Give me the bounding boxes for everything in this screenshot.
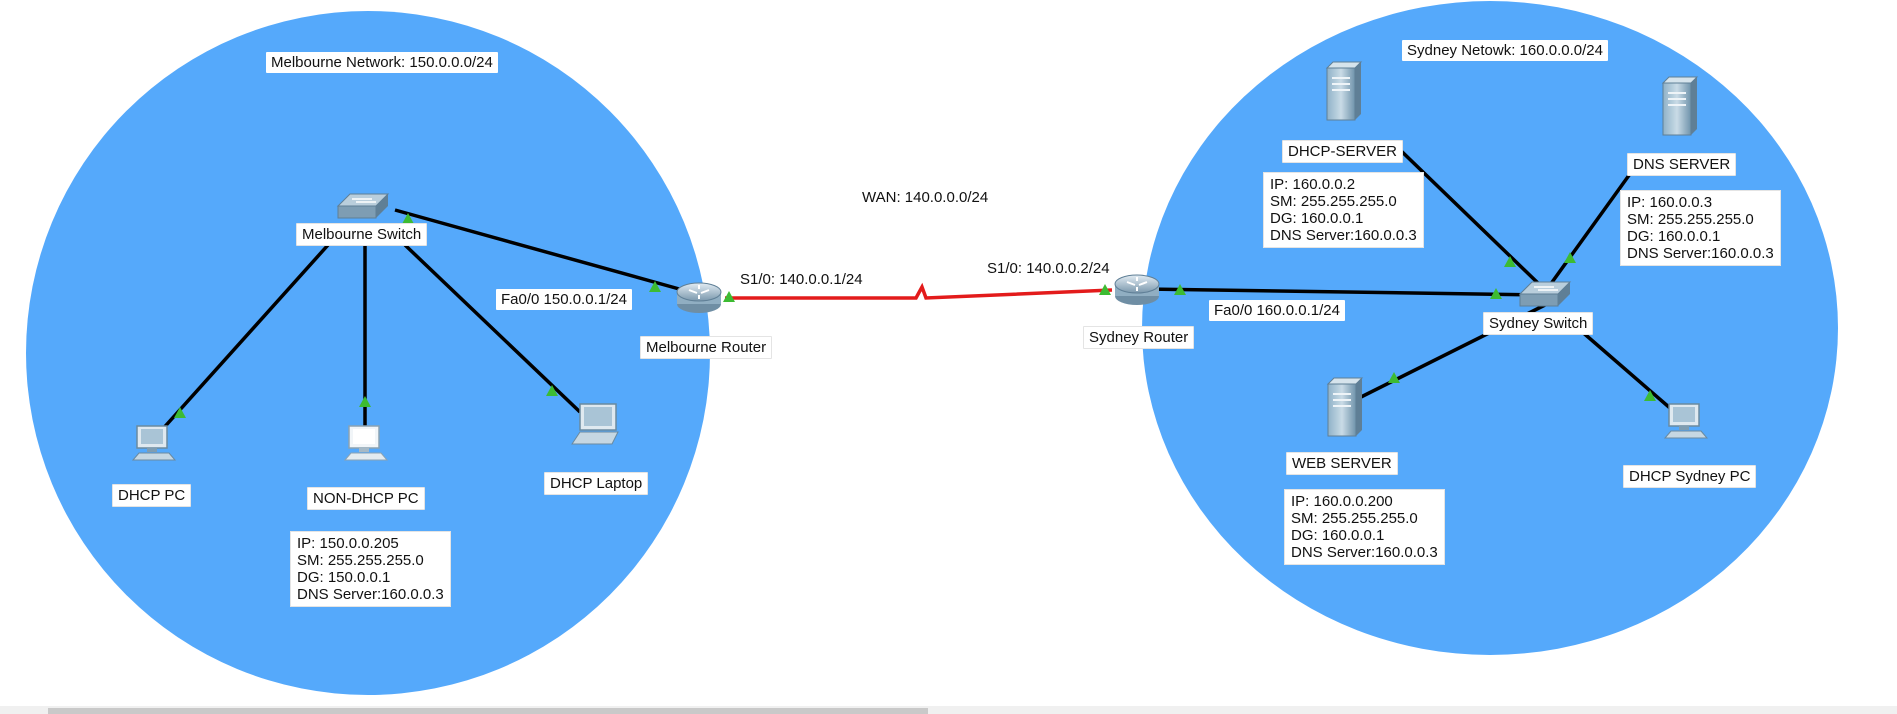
web-server-config-note: IP: 160.0.0.200 SM: 255.255.255.0 DG: 16… (1284, 489, 1445, 565)
router-icon[interactable] (1114, 274, 1160, 305)
dns-server-label: DNS SERVER (1627, 153, 1737, 176)
switch-icon[interactable] (1518, 281, 1572, 307)
config-dns-server: DNS Server:160.0.0.3 (297, 586, 444, 603)
link-switch-dhcp-pc[interactable] (158, 243, 330, 434)
sydney-serial-label: S1/0: 140.0.0.2/24 (982, 258, 1115, 279)
horizontal-scrollbar-thumb[interactable] (48, 708, 928, 714)
web-server-label: WEB SERVER (1286, 452, 1398, 475)
config-dns-server: DNS Server:160.0.0.3 (1627, 245, 1774, 262)
link-up-indicator (546, 385, 558, 396)
melbourne-network-area (26, 11, 710, 695)
config-ip: IP: 160.0.0.200 (1291, 493, 1393, 510)
switch-icon[interactable] (336, 193, 390, 219)
link-up-indicator (359, 396, 371, 407)
melbourne-fa-label: Fa0/0 150.0.0.1/24 (496, 289, 632, 310)
link-up-indicator (1504, 256, 1516, 267)
link-up-indicator (1490, 288, 1502, 299)
link-up-indicator (1099, 284, 1111, 295)
config-subnet-mask: SM: 255.255.255.0 (1270, 193, 1397, 210)
config-default-gateway: DG: 150.0.0.1 (297, 569, 391, 586)
link-up-indicator (1388, 372, 1400, 383)
melbourne-switch-label: Melbourne Switch (296, 223, 428, 246)
link-switch-dhcp-server[interactable] (1393, 143, 1542, 287)
dhcp-server-label: DHCP-SERVER (1282, 140, 1403, 163)
config-dns-server: DNS Server:160.0.0.3 (1270, 227, 1417, 244)
link-switch-laptop[interactable] (403, 243, 582, 414)
link-up-indicator (649, 281, 661, 292)
config-default-gateway: DG: 160.0.0.1 (1291, 527, 1385, 544)
melbourne-serial-label: S1/0: 140.0.0.1/24 (735, 269, 868, 290)
melbourne-network-label: Melbourne Network: 150.0.0.0/24 (266, 52, 498, 73)
pc-icon[interactable] (131, 425, 177, 461)
link-up-indicator (1644, 390, 1656, 401)
config-subnet-mask: SM: 255.255.255.0 (1291, 510, 1418, 527)
melbourne-router-label: Melbourne Router (640, 336, 773, 359)
server-icon[interactable] (1326, 377, 1364, 437)
config-ip: IP: 160.0.0.3 (1627, 194, 1713, 211)
pc-icon[interactable] (1663, 403, 1709, 439)
link-switch-dns-server[interactable] (1548, 158, 1642, 287)
pc-icon[interactable] (343, 425, 389, 461)
non-dhcp-pc-label: NON-DHCP PC (307, 487, 425, 510)
dhcp-pc-label: DHCP PC (112, 484, 192, 507)
config-dns-server: DNS Server:160.0.0.3 (1291, 544, 1438, 561)
sydney-fa-label: Fa0/0 160.0.0.1/24 (1209, 300, 1345, 321)
link-up-indicator (1564, 252, 1576, 263)
non-dhcp-pc-config-note: IP: 150.0.0.205 SM: 255.255.255.0 DG: 15… (290, 531, 451, 607)
config-subnet-mask: SM: 255.255.255.0 (297, 552, 424, 569)
sydney-switch-label: Sydney Switch (1483, 312, 1594, 335)
wan-serial-link[interactable] (725, 282, 1113, 300)
dhcp-laptop-label: DHCP Laptop (544, 472, 649, 495)
config-default-gateway: DG: 160.0.0.1 (1270, 210, 1364, 227)
sydney-network-label: Sydney Netowk: 160.0.0.0/24 (1402, 40, 1608, 61)
link-up-indicator (402, 213, 414, 224)
server-icon[interactable] (1661, 76, 1699, 136)
dhcp-sydney-pc-label: DHCP Sydney PC (1623, 465, 1757, 488)
config-default-gateway: DG: 160.0.0.1 (1627, 228, 1721, 245)
link-sydney-router-switch[interactable] (1144, 287, 1546, 297)
dhcp-server-config-note: IP: 160.0.0.2 SM: 255.255.255.0 DG: 160.… (1263, 172, 1424, 248)
dns-server-config-note: IP: 160.0.0.3 SM: 255.255.255.0 DG: 160.… (1620, 190, 1781, 266)
link-switch-melbourne-router[interactable] (394, 208, 691, 294)
link-switch-sydney-pc[interactable] (1578, 328, 1672, 410)
server-icon[interactable] (1325, 61, 1363, 121)
router-icon[interactable] (676, 282, 722, 313)
horizontal-scrollbar[interactable] (0, 706, 1897, 714)
wan-network-label: WAN: 140.0.0.0/24 (862, 189, 989, 206)
laptop-icon[interactable] (571, 403, 619, 445)
link-up-indicator (1174, 284, 1186, 295)
config-ip: IP: 150.0.0.205 (297, 535, 399, 552)
link-up-indicator (723, 291, 735, 302)
config-ip: IP: 160.0.0.2 (1270, 176, 1356, 193)
config-subnet-mask: SM: 255.255.255.0 (1627, 211, 1754, 228)
sydney-router-label: Sydney Router (1083, 326, 1195, 349)
link-up-indicator (174, 407, 186, 418)
